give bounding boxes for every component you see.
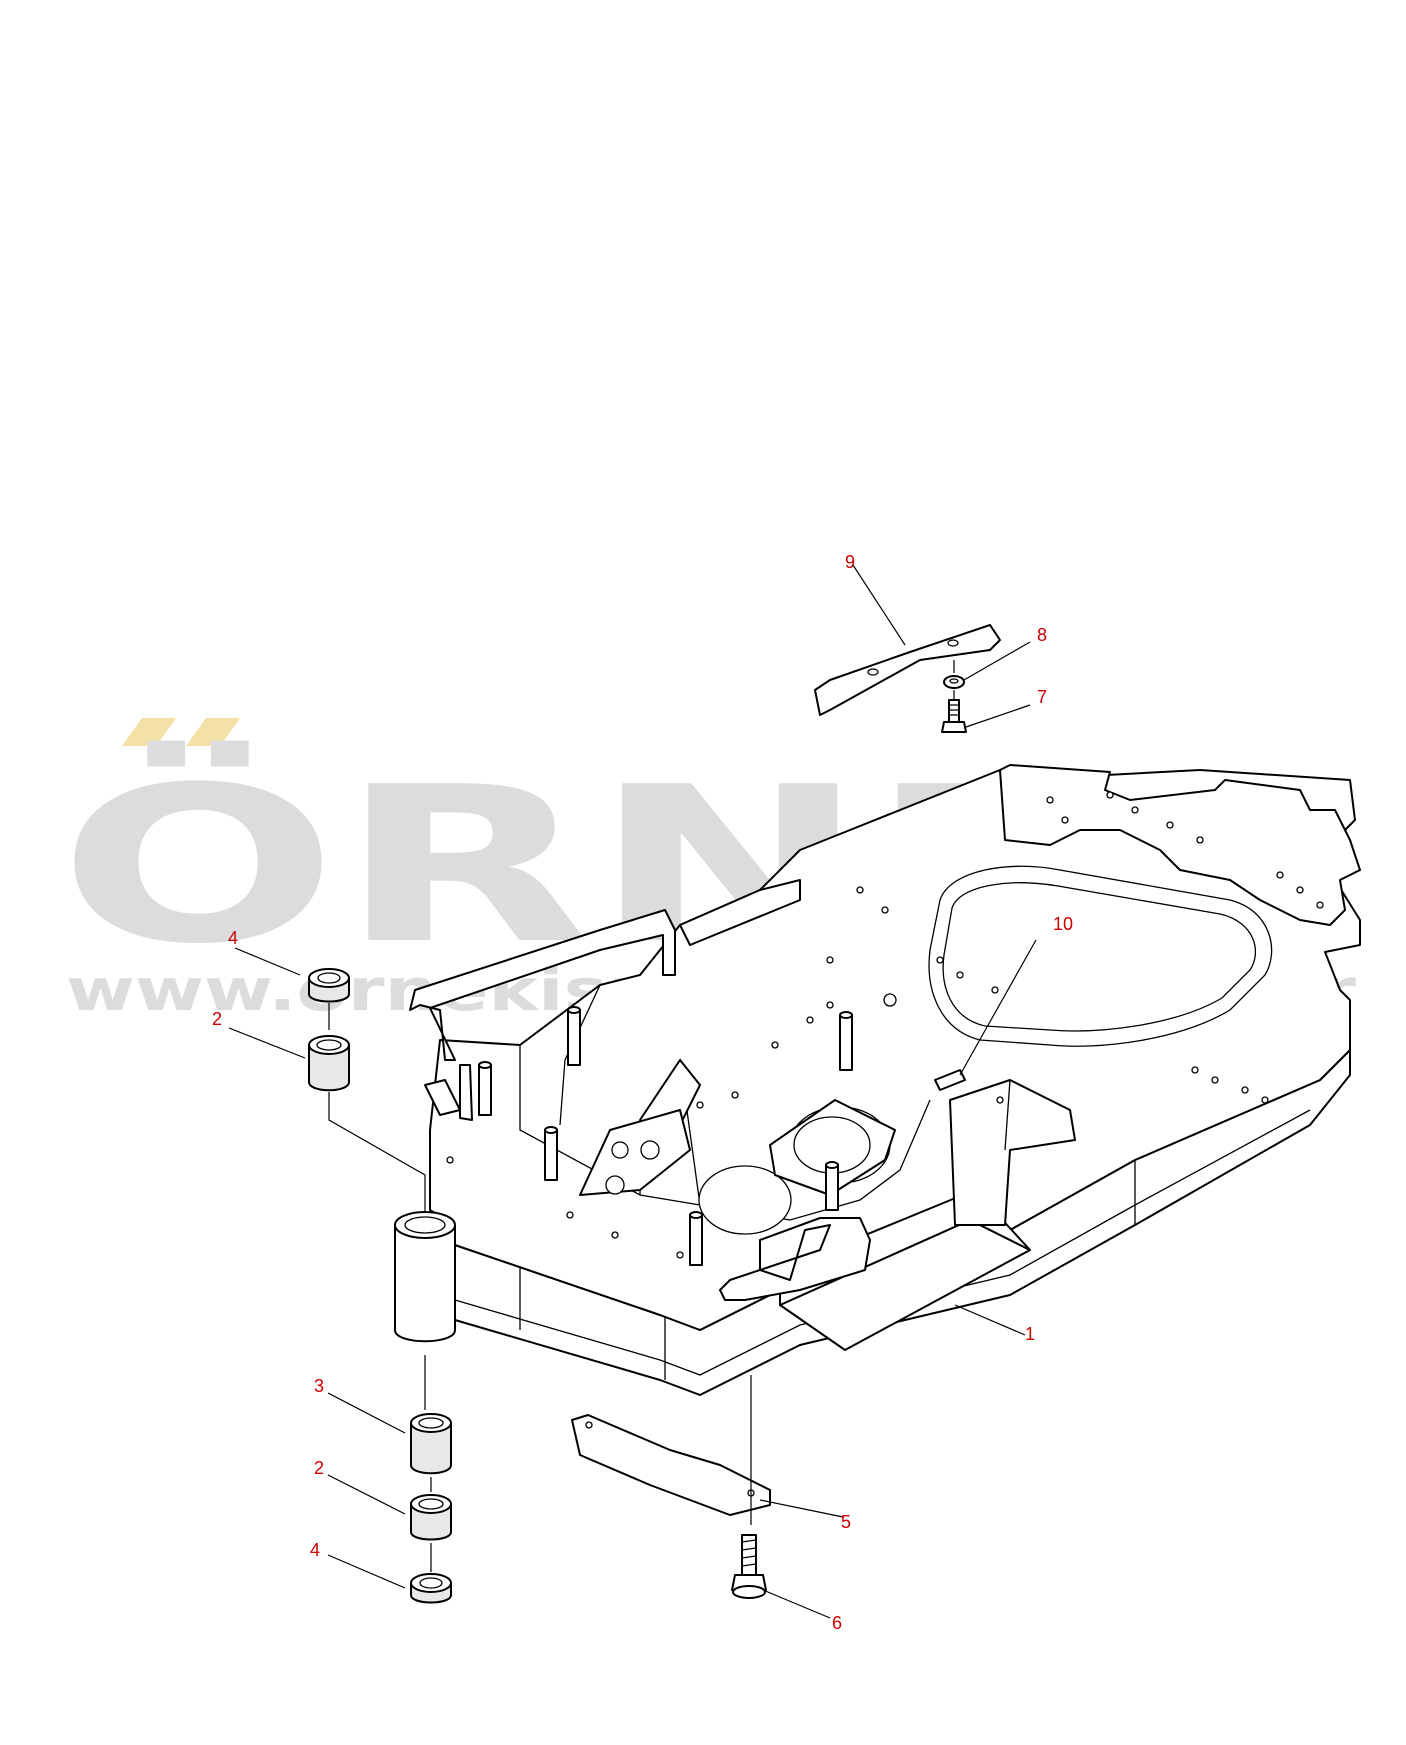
part-4-washer-bottom xyxy=(410,1573,452,1604)
part-10-block xyxy=(934,1069,966,1091)
callout-2-bottom: 2 xyxy=(314,1458,324,1478)
part-3-bushing xyxy=(410,1413,452,1475)
callout-1: 1 xyxy=(1025,1324,1035,1344)
frame-handrail-rear xyxy=(679,879,801,946)
part-5-plate xyxy=(571,1414,771,1516)
frame-studs xyxy=(478,1006,853,1266)
part-6-bolt xyxy=(731,1534,767,1599)
frame-opening-left xyxy=(698,1165,792,1235)
frame-rear-plate xyxy=(999,764,1361,926)
leader-lines xyxy=(228,564,1037,1619)
watermark-accent-right xyxy=(186,718,240,746)
frame-handrail-left xyxy=(409,909,676,1061)
part-2-bushing-top xyxy=(308,1035,350,1092)
frame-handrail-front xyxy=(719,1217,871,1301)
main-frame xyxy=(394,764,1361,1396)
callout-6: 6 xyxy=(832,1613,842,1633)
callout-5: 5 xyxy=(841,1512,851,1532)
part-8-bolt xyxy=(941,699,967,733)
callout-8: 7 xyxy=(1037,687,1047,707)
callout-10: 10 xyxy=(1053,914,1073,934)
callout-7: 9 xyxy=(845,552,855,572)
callout-labels: 9 8 7 10 4 2 1 3 2 5 4 6 xyxy=(212,552,1073,1633)
frame-swing-boss xyxy=(394,1224,456,1343)
watermark-accent-left xyxy=(122,718,176,746)
callout-4-top: 4 xyxy=(228,928,238,948)
callout-9: 8 xyxy=(1037,625,1047,645)
part-7-cover-plate xyxy=(814,624,1001,716)
callout-4-bottom: 4 xyxy=(310,1540,320,1560)
callout-3: 3 xyxy=(314,1376,324,1396)
frame-bolt-holes xyxy=(446,791,1324,1259)
part-4-washer-top xyxy=(308,968,350,1003)
frame-side-mount xyxy=(949,1079,1076,1226)
callout-2-top: 2 xyxy=(212,1009,222,1029)
part-2-bushing-bottom xyxy=(410,1494,452,1541)
